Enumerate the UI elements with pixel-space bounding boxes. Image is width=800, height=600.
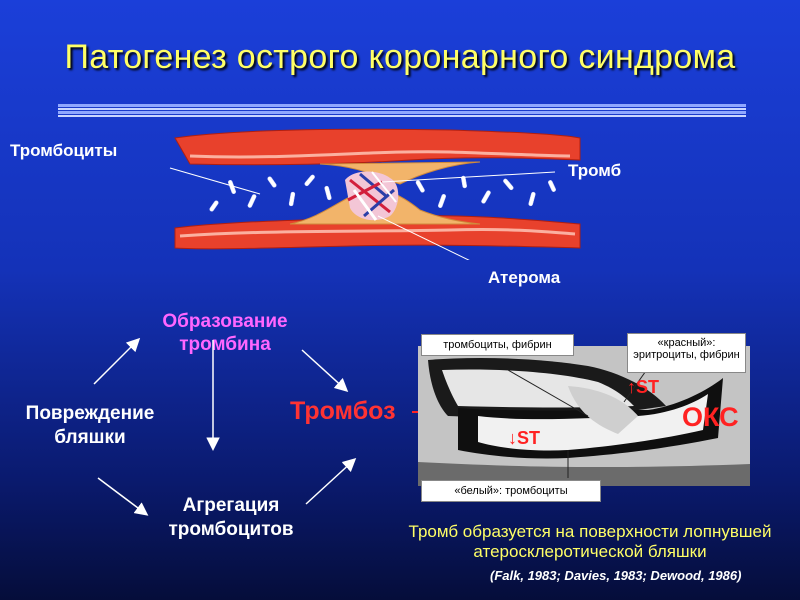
thrombin-formation-label: Образование тромбина: [162, 311, 288, 355]
st-depression-label: ↓ST: [508, 428, 541, 448]
cycle-arrows: [93, 337, 474, 516]
platelet-aggregation-label: Агрегация тромбоцитов: [168, 495, 294, 540]
references: (Falk, 1983; Davies, 1983; Dewood, 1986): [490, 568, 742, 583]
thrombosis-label: Тромбоз: [290, 397, 396, 425]
caption-red-thrombus: «красный»: эритроциты, фибрин: [627, 333, 746, 373]
platelets-pointer: [169, 167, 261, 195]
st-elevation-label: ↑ST: [627, 377, 660, 397]
thrombus-cluster: [345, 171, 399, 221]
vessel-illustration: [169, 128, 581, 260]
label-atheroma: Атерома: [488, 268, 561, 287]
thrombus-note: Тромб образуется на поверхности лопнувше…: [408, 522, 772, 561]
atheroma-pointer: [377, 215, 470, 260]
thrombus-pointer: [381, 171, 556, 183]
page-title: Патогенез острого коронарного синдрома: [64, 38, 736, 76]
title-divider: [58, 104, 746, 117]
caption-platelets-fibrin: тромбоциты, фибрин: [421, 334, 574, 356]
arrow-down-right-icon: [301, 349, 349, 393]
arrow-up-right-icon: [93, 337, 141, 385]
label-platelets: Тромбоциты: [10, 141, 118, 160]
caption-white-thrombus: «белый»: тромбоциты: [421, 480, 601, 502]
plaque-damage-label: Повреждение бляшки: [25, 403, 155, 448]
label-thrombus: Тромб: [568, 161, 622, 180]
oks-label: ОКС: [682, 402, 739, 432]
arrow-down-right-icon: [97, 477, 149, 516]
arrow-up-right-icon: [305, 457, 357, 505]
